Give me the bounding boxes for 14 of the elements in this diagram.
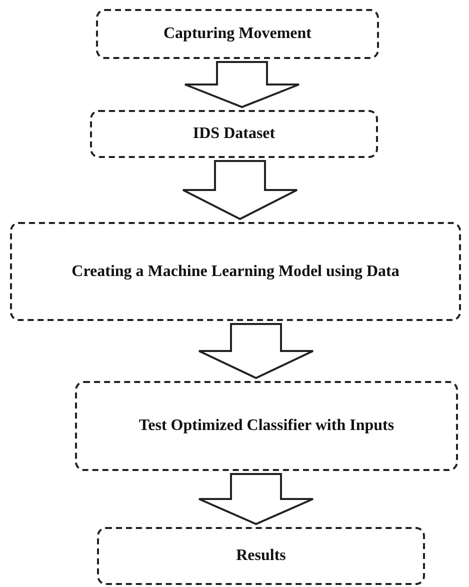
block-arrow (184, 61, 300, 108)
box-label: Capturing Movement (162, 24, 312, 44)
box-label: Creating a Machine Learning Model using Data (70, 262, 400, 282)
box-label: Results (235, 546, 287, 566)
process-box (96, 9, 379, 59)
process-box (97, 527, 425, 585)
box-label: Test Optimized Classifier with Inputs (138, 416, 396, 436)
process-box (90, 110, 378, 158)
block-arrow (198, 473, 314, 526)
process-box (75, 381, 458, 471)
box-label: IDS Dataset (192, 124, 276, 144)
process-box (10, 222, 461, 321)
block-arrow (182, 160, 298, 220)
block-arrow (198, 323, 314, 380)
